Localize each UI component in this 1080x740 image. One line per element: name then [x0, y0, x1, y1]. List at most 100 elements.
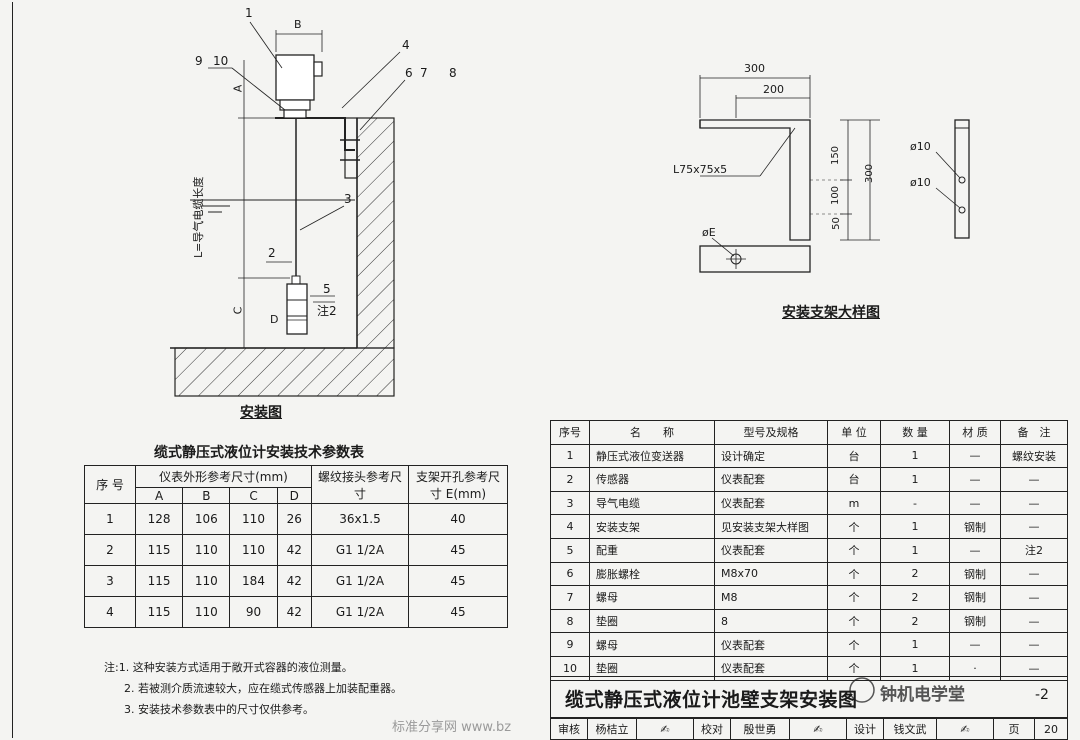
col-b: B	[182, 487, 231, 504]
tank-floor	[174, 347, 395, 397]
callout-5: 5	[323, 282, 331, 296]
dim-300-side: 300	[864, 163, 876, 184]
cell: 8	[714, 608, 828, 634]
cell: 2	[550, 467, 590, 492]
cell: 90	[229, 596, 278, 628]
cell: 1	[880, 537, 950, 563]
cell: —	[1000, 490, 1068, 516]
dim-a: A	[231, 84, 245, 93]
cell: 110	[182, 534, 231, 566]
cell: —	[1000, 585, 1068, 610]
cell: 个	[827, 514, 881, 539]
parts-col-spec: 型号及规格	[714, 420, 828, 445]
parts-col-qty: 数 量	[880, 420, 950, 445]
cell: 1	[880, 632, 950, 657]
note-2: 2. 若被测介质流速较大，应在缆式传感器上加装配重器。	[124, 682, 402, 695]
col-thread: 螺纹接头参考尺寸	[311, 465, 409, 504]
callout-9: 9	[195, 54, 203, 68]
dim-d: D	[270, 313, 279, 326]
cell: 个	[827, 585, 881, 610]
cell: 1	[84, 503, 136, 535]
callout-8: 8	[449, 66, 457, 80]
cell: 42	[276, 596, 313, 628]
col-no: 序 号	[84, 465, 136, 504]
col-d: D	[276, 487, 313, 504]
cell: 3	[550, 490, 590, 516]
review-label: 审核	[550, 718, 588, 740]
cell: 45	[408, 565, 508, 597]
cell: 184	[229, 565, 278, 597]
page-label: 页	[993, 718, 1035, 740]
cell: 9	[550, 632, 590, 657]
note-1: 注:1. 这种安装方式适用于敞开式容器的液位测量。	[104, 661, 353, 674]
cell: 6	[550, 561, 590, 587]
cell: 128	[134, 503, 184, 535]
table-row: 3 115 110 184 42 G1 1/2A 45	[84, 565, 508, 597]
cell: 110	[182, 565, 231, 597]
parts-col-remark: 备 注	[1000, 420, 1068, 445]
cell: 8	[550, 608, 590, 634]
cell: 4	[550, 514, 590, 539]
account-watermark: 钟机电学堂	[880, 685, 965, 705]
cell: —	[949, 490, 1001, 516]
design-label: 设计	[846, 718, 884, 740]
cell: 26	[276, 503, 313, 535]
cell: 4	[84, 596, 136, 628]
cell: G1 1/2A	[311, 565, 409, 597]
cell: 个	[827, 561, 881, 587]
cell: 1	[880, 514, 950, 539]
cell: —	[949, 443, 1001, 469]
cell: M8	[714, 585, 828, 610]
cell: 见安装支架大样图	[714, 514, 828, 539]
cell: G1 1/2A	[311, 534, 409, 566]
cell: 2	[880, 585, 950, 610]
cell: —	[949, 537, 1001, 563]
table-row: 2 115 110 110 42 G1 1/2A 45	[84, 534, 508, 566]
checker-signature: ✍	[789, 718, 847, 740]
signature-row: 审核 杨桔立 ✍ 校对 殷世勇 ✍ 设计 钱文武 ✍ 页 20	[550, 718, 1068, 740]
cell: —	[1000, 632, 1068, 657]
cell: -	[880, 490, 950, 516]
dim-300-top: 300	[744, 62, 765, 75]
cell: 传感器	[589, 467, 715, 492]
dim-50: 50	[830, 217, 842, 230]
cell: 螺纹安装	[1000, 443, 1068, 469]
check-label: 校对	[693, 718, 731, 740]
cell: —	[949, 467, 1001, 492]
note-2-label: 注2	[317, 304, 337, 318]
hole-label-2: ø10	[910, 176, 931, 189]
cell: 3	[84, 565, 136, 597]
cell: 仪表配套	[714, 490, 828, 516]
cell: 仪表配套	[714, 632, 828, 657]
cable-length-label: L=导气电缆长度	[192, 176, 205, 258]
reviewer-signature: ✍	[636, 718, 694, 740]
dim-150: 150	[830, 145, 842, 166]
dim-b: B	[294, 18, 302, 31]
drawing-number: -2	[1035, 687, 1049, 703]
cell: 1	[550, 443, 590, 469]
col-c: C	[229, 487, 278, 504]
designer-name: 钱文武	[883, 718, 937, 740]
drawing-sheet	[12, 2, 1073, 738]
col-a: A	[134, 487, 184, 504]
cell: 110	[229, 503, 278, 535]
cell: 钢制	[949, 585, 1001, 610]
table-row: 1 128 106 110 26 36x1.5 40	[84, 503, 508, 535]
cell: 45	[408, 534, 508, 566]
cell: 42	[276, 565, 313, 597]
cell: 40	[408, 503, 508, 535]
table-row: 4 115 110 90 42 G1 1/2A 45	[84, 596, 508, 628]
cell: 个	[827, 632, 881, 657]
cell: 42	[276, 534, 313, 566]
cell: 钢制	[949, 561, 1001, 587]
cell: —	[949, 632, 1001, 657]
cell: 2	[880, 608, 950, 634]
cell: 钢制	[949, 608, 1001, 634]
